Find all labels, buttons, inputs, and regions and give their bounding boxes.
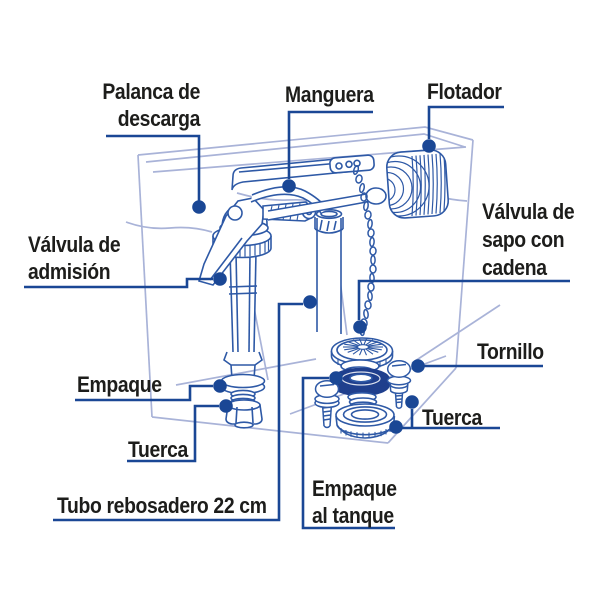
leader-tubo-rebosadero — [53, 295, 317, 522]
leader-tuerca-izquierda — [127, 399, 233, 463]
leader-palanca — [106, 134, 206, 214]
label-empaque: Empaque — [77, 372, 162, 397]
leader-valvula-sapo — [353, 279, 570, 334]
label-tubo-rebosadero: Tubo rebosadero 22 cm — [57, 493, 267, 518]
leader-lines — [24, 105, 570, 530]
label-valvula-sapo: Válvula de sapo con cadena — [482, 199, 575, 280]
leader-empaque-al-tanque — [301, 371, 395, 530]
label-valvula-admision: Válvula de admisión — [28, 232, 121, 284]
label-empaque-al-tanque: Empaque al tanque — [312, 476, 397, 528]
leader-tornillo — [411, 359, 543, 373]
water-line-left — [125, 221, 213, 233]
chain — [352, 164, 377, 337]
leader-tuerca-derecha — [389, 395, 500, 434]
tank-bolt-left — [314, 379, 340, 429]
flush-lever-blade — [198, 197, 265, 286]
leader-empaque — [75, 379, 227, 402]
fill-valve — [198, 186, 328, 429]
leader-manguera — [282, 110, 373, 193]
float-drum — [267, 149, 450, 221]
leader-valvula-admision — [24, 272, 227, 289]
tank-bolt-right — [386, 360, 412, 409]
label-flotador: Flotador — [427, 79, 502, 104]
flush-valve-assembly — [330, 337, 396, 439]
leader-flotador — [422, 105, 504, 153]
label-manguera: Manguera — [285, 82, 374, 107]
label-tuerca-derecha: Tuerca — [422, 405, 482, 430]
label-tuerca-izquierda: Tuerca — [128, 437, 188, 462]
flush-lever-bar — [231, 154, 375, 191]
label-tornillo: Tornillo — [477, 339, 544, 364]
label-palanca-descarga: Palanca de descarga — [102, 79, 200, 131]
overflow-tube — [314, 208, 344, 334]
